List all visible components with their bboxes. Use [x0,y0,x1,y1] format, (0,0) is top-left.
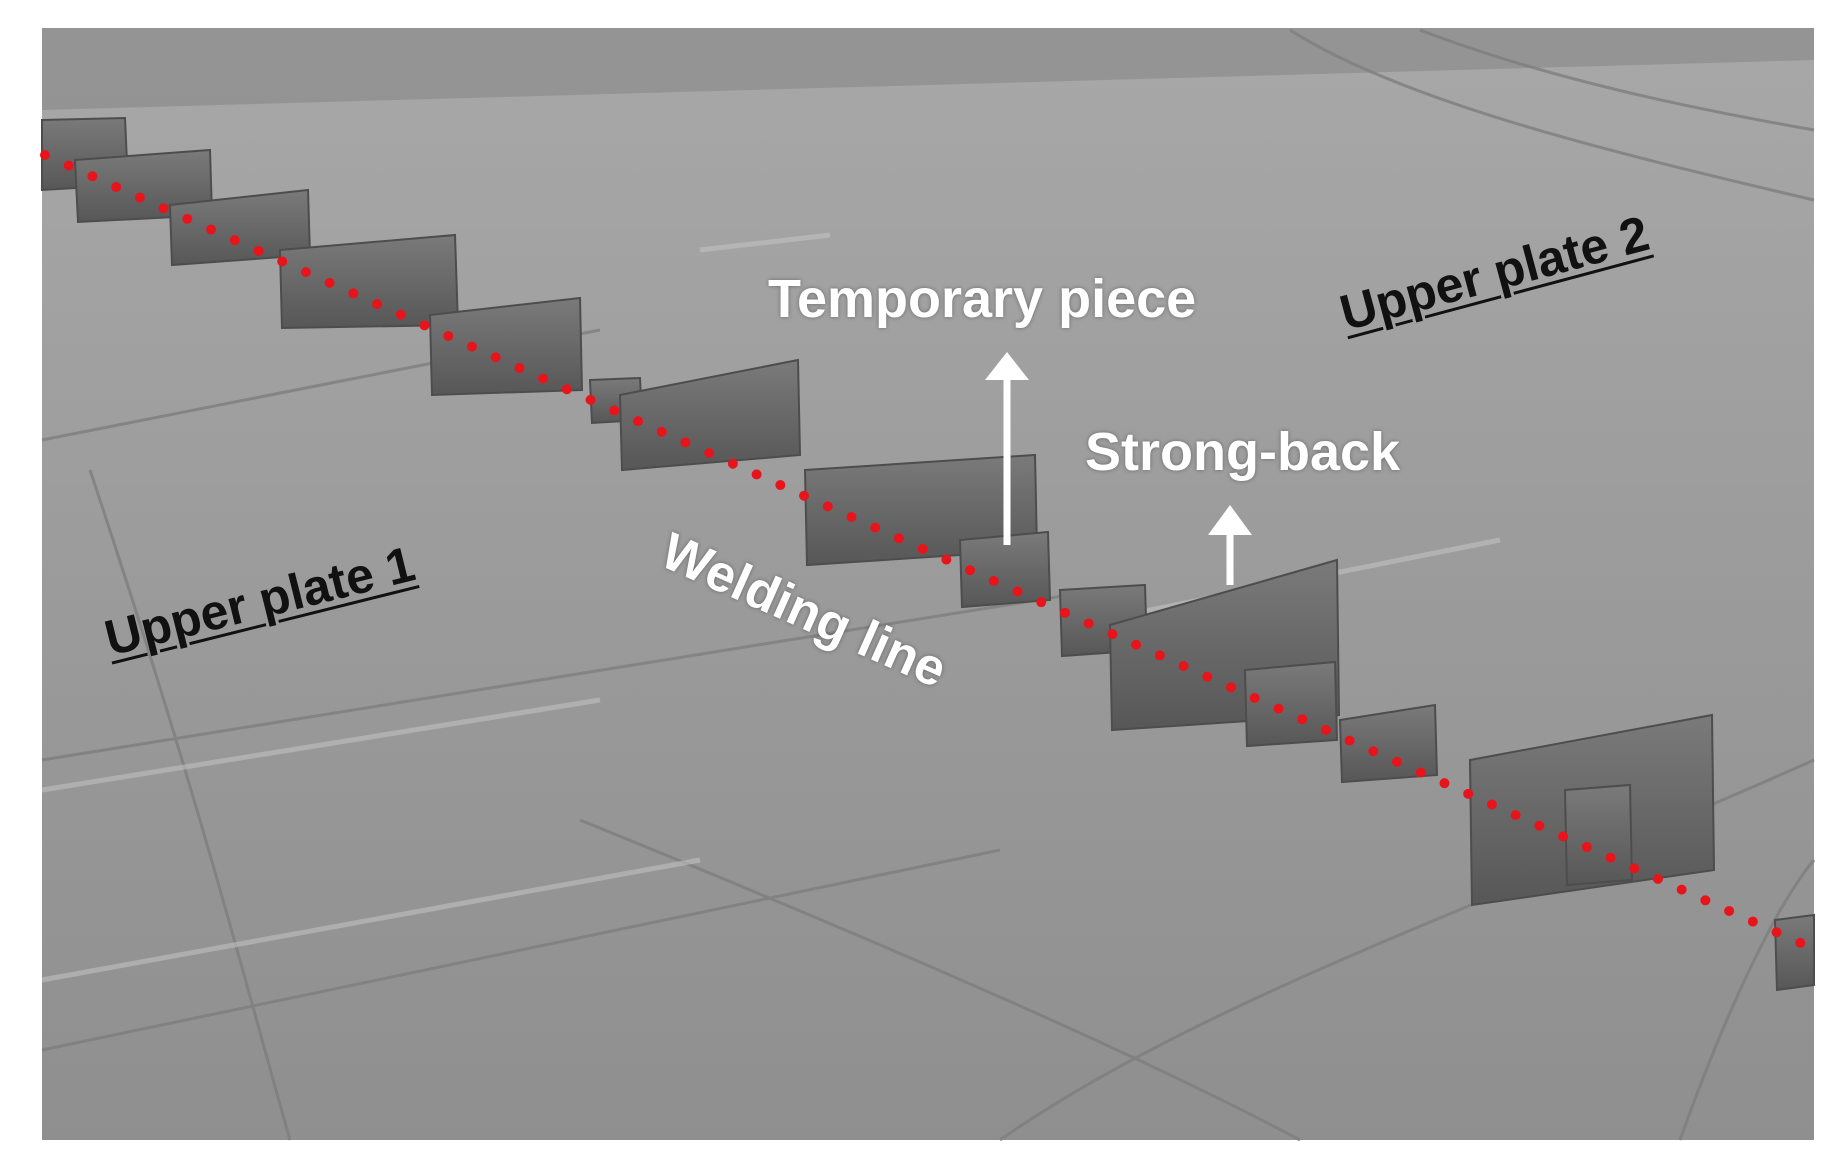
floor-edge [42,28,1814,110]
temporary-piece-arrow [985,352,1029,545]
weld-line-dots [40,150,1810,950]
strong-back-label: Strong-back [1085,422,1401,482]
floor-seams [41,28,1816,1142]
temporary-piece-label: Temporary piece [768,269,1197,329]
weld-fixtures [41,116,1815,992]
strong-back-arrow [1208,505,1252,585]
photo-frame [42,28,1814,1140]
